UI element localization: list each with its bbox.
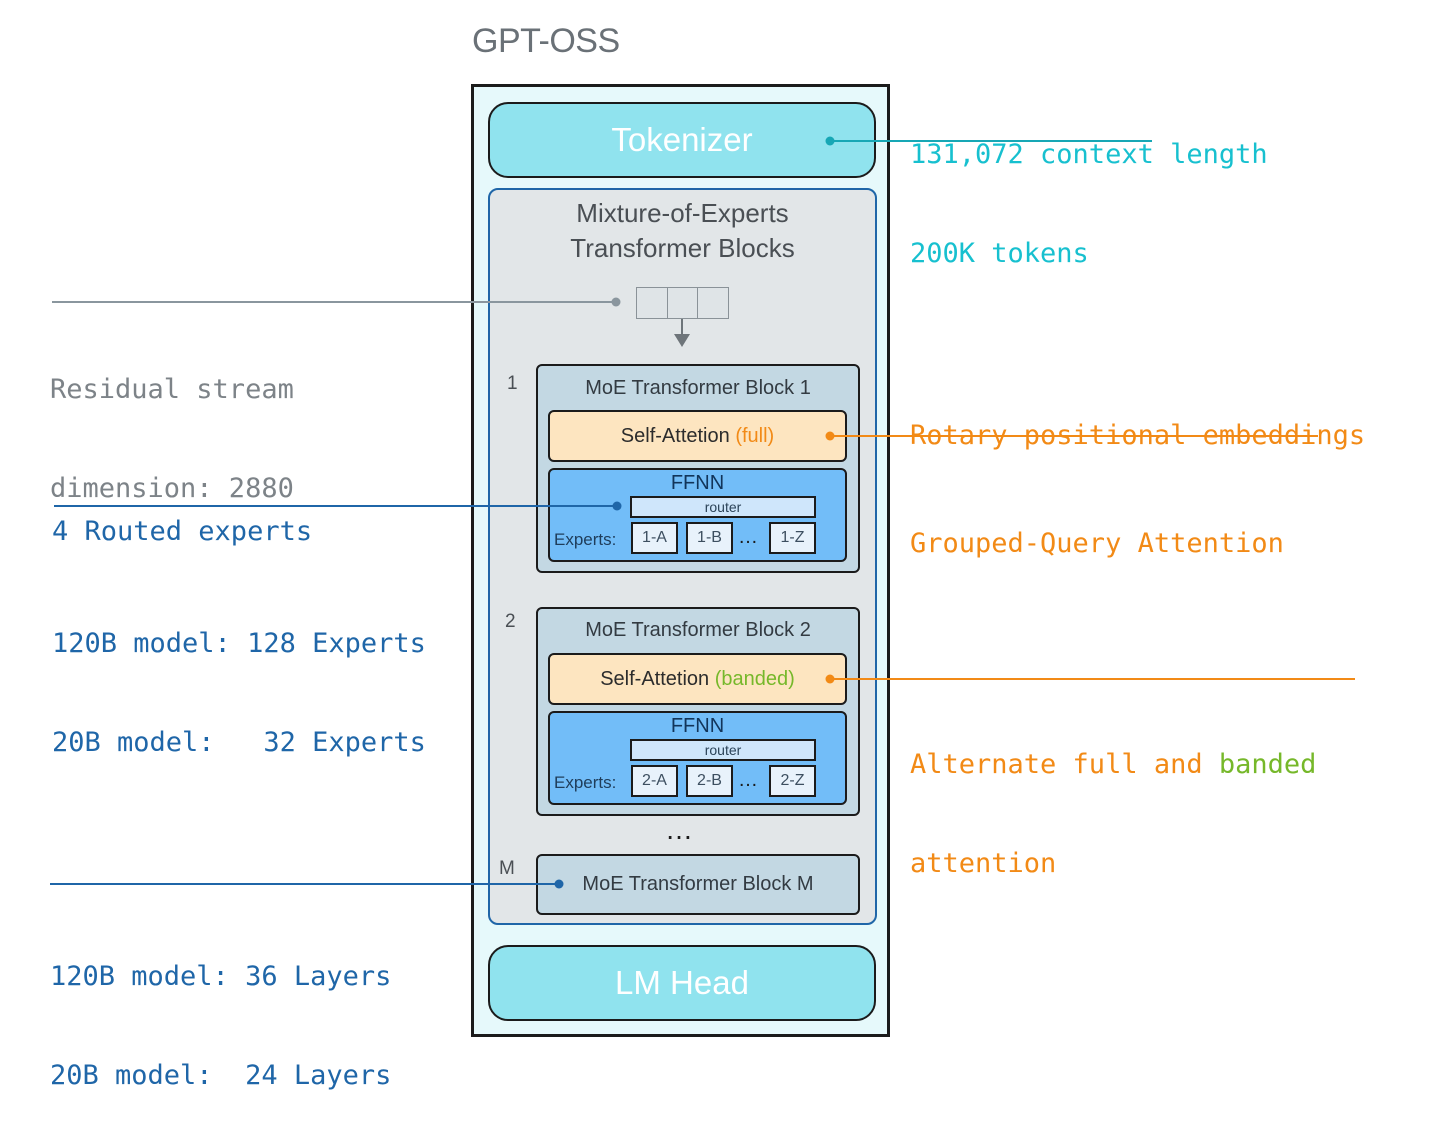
- diagram-title: GPT-OSS: [472, 22, 620, 60]
- moe-title-line2: Transformer Blocks: [570, 233, 795, 263]
- ffnn-title-1: FFNN: [670, 472, 725, 494]
- moe-block-m: MoE Transformer Block M: [536, 854, 860, 915]
- experts-label-1: Experts:: [554, 530, 617, 549]
- moe-title-line1: Mixture-of-Experts: [576, 198, 789, 228]
- tokenizer-box: Tokenizer: [488, 102, 876, 178]
- block-index-1: 1: [507, 373, 518, 394]
- block-index-m: M: [499, 858, 515, 879]
- experts-label-2: Experts:: [554, 773, 617, 792]
- context-length-text: 131,072 context length: [910, 139, 1268, 170]
- block-index-2: 2: [505, 611, 516, 632]
- banded-text: banded: [1218, 749, 1317, 780]
- expert-2-b: 2-B: [686, 765, 733, 797]
- expert-1-a: 1-A: [631, 522, 678, 554]
- layers-annotation: 120B model: 36 Layers 20B model: 24 Laye…: [50, 894, 391, 1125]
- moe-block-2-title: MoE Transformer Block 2: [585, 619, 811, 641]
- expert-1-b: 1-B: [686, 522, 733, 554]
- residual-annotation: Residual stream dimension: 2880: [50, 307, 294, 538]
- ffnn-title-2: FFNN: [670, 715, 725, 737]
- routed-experts-text: 4 Routed experts: [52, 516, 313, 547]
- residual-cell: [637, 288, 668, 318]
- gqa-text: Grouped-Query Attention: [910, 528, 1284, 559]
- residual-line2: dimension: 2880: [50, 473, 294, 504]
- layers-120b-text: 120B model: 36 Layers: [50, 961, 392, 992]
- router-2: router: [630, 739, 816, 761]
- residual-dot: [611, 297, 621, 307]
- context-dot: [825, 136, 835, 146]
- experts-ellipsis-1: …: [738, 526, 758, 548]
- tokenizer-label: Tokenizer: [611, 121, 753, 158]
- lm-head-box: LM Head: [488, 945, 876, 1021]
- moe-title: Mixture-of-Experts Transformer Blocks: [488, 196, 877, 266]
- connector-lines: [50, 136, 1355, 889]
- layers-20b-text: 20B model: 24 Layers: [50, 1060, 392, 1091]
- experts-count-annotation: 120B model: 128 Experts 20B model: 32 Ex…: [52, 561, 426, 792]
- attention-label: Self-Attetion: [620, 424, 730, 447]
- expert-2-z: 2-Z: [769, 765, 816, 797]
- attention-type-banded: (banded): [714, 667, 795, 690]
- expert-2-a: 2-A: [631, 765, 678, 797]
- rotary-text: Rotary positional embeddings: [910, 420, 1366, 451]
- attention-text: attention: [910, 848, 1057, 879]
- experts-20b-text: 20B model: 32 Experts: [52, 727, 426, 758]
- residual-cell: [668, 288, 699, 318]
- residual-arrow-head: [674, 334, 690, 347]
- moe-block-m-title: MoE Transformer Block M: [582, 873, 814, 895]
- attention-type-full: (full): [735, 424, 775, 447]
- rotary-dot: [825, 431, 835, 441]
- rotary-annotation: Rotary positional embeddings Grouped-Que…: [910, 353, 1365, 593]
- experts-120b-text: 120B model: 128 Experts: [52, 628, 426, 659]
- moe-block-1-title: MoE Transformer Block 1: [585, 377, 811, 399]
- routed-dot: [612, 501, 622, 511]
- blocks-ellipsis: …: [665, 814, 693, 845]
- layers-dot: [554, 879, 564, 889]
- expert-1-z: 1-Z: [769, 522, 816, 554]
- self-attention-full: Self-Attetion (full): [548, 410, 847, 462]
- alternate-annotation: Alternate full and banded attention: [910, 682, 1316, 913]
- context-annotation: 131,072 context length 200K tokens: [910, 72, 1268, 303]
- attention-label: Self-Attetion: [600, 667, 710, 690]
- experts-ellipsis-2: …: [738, 769, 758, 791]
- self-attention-banded: Self-Attetion (banded): [548, 653, 847, 705]
- residual-line1: Residual stream: [50, 374, 294, 405]
- alternate-text: Alternate full and: [910, 749, 1203, 780]
- lm-head-label: LM Head: [615, 964, 749, 1001]
- vocab-size-text: 200K tokens: [910, 238, 1089, 269]
- alternate-dot: [825, 674, 835, 684]
- router-1: router: [630, 496, 816, 518]
- residual-stream-vector: [636, 287, 729, 319]
